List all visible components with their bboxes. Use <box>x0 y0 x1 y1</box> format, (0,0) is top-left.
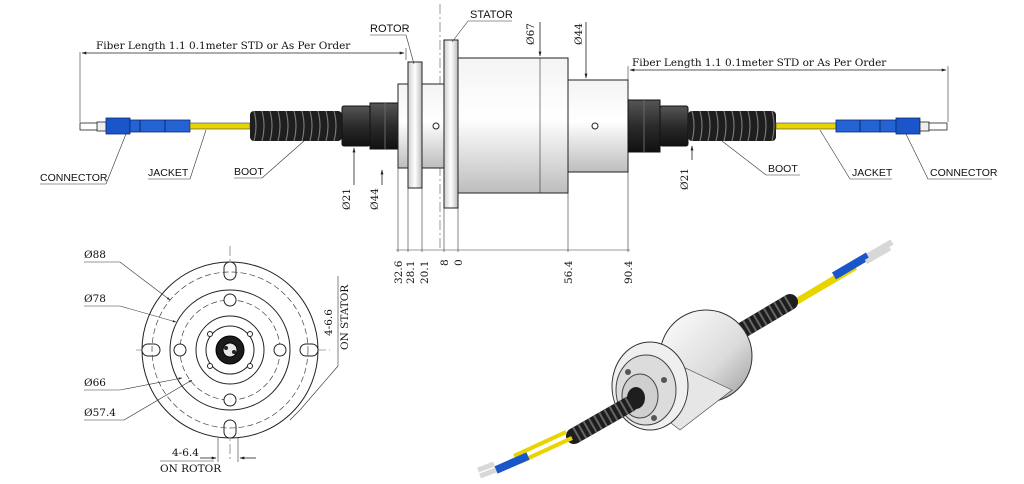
connector-right-label: CONNECTOR <box>930 167 998 179</box>
right-connector <box>895 117 921 135</box>
dim-8: 8 <box>439 259 451 266</box>
dim-d44-top: Ø44 <box>573 23 585 45</box>
dim-d66: Ø66 <box>84 377 106 389</box>
dim-d88: Ø88 <box>84 249 106 261</box>
right-callouts: BOOT JACKET CONNECTOR <box>721 129 998 180</box>
boot-right-label: BOOT <box>768 163 798 175</box>
dim-90-4: 90.4 <box>623 260 635 284</box>
dim-56-4: 56.4 <box>563 260 575 284</box>
dim-0: 0 <box>453 259 465 266</box>
dim-32-6: 32.6 <box>393 260 405 284</box>
isometric-view <box>477 239 894 479</box>
dim-d44-left: Ø44 <box>369 188 381 210</box>
stator-flange <box>443 39 459 209</box>
left-connector <box>105 117 131 135</box>
dim-d21-left: Ø21 <box>341 188 353 210</box>
jacket-right-label: JACKET <box>852 167 893 179</box>
end-view: Ø88 Ø78 Ø66 Ø57.4 4-6.6 ON STATOR 4-6.4 … <box>84 246 351 475</box>
stator-body <box>457 57 569 194</box>
left-callouts: CONNECTOR JACKET BOOT <box>40 129 305 185</box>
holes-stator: 4-6.6 <box>323 309 335 336</box>
left-jacket <box>189 122 251 130</box>
dim-d78: Ø78 <box>84 293 106 305</box>
connector-left-label: CONNECTOR <box>40 172 108 184</box>
left-fiber-assembly <box>79 102 401 150</box>
right-boot <box>688 110 776 142</box>
stator-label: STATOR <box>470 9 513 21</box>
dim-d21-right: Ø21 <box>679 168 691 190</box>
jacket-left-label: JACKET <box>148 167 189 179</box>
dim-28-1: 28.1 <box>405 261 417 284</box>
rotor-label: ROTOR <box>370 23 410 35</box>
side-view: Fiber Length 1.1 0.1meter STD or As Per … <box>40 4 998 284</box>
boot-left-label: BOOT <box>234 166 264 178</box>
rotor-flange <box>407 61 423 189</box>
holes-rotor: 4-6.4 <box>172 447 199 459</box>
dim-d57-4: Ø57.4 <box>84 407 116 419</box>
dim-d67: Ø67 <box>525 23 537 45</box>
fiber-length-right-label: Fiber Length 1.1 0.1meter STD or As Per … <box>632 57 887 69</box>
on-stator: ON STATOR <box>339 284 351 350</box>
dim-20-1: 20.1 <box>419 261 431 284</box>
left-boot <box>250 110 342 142</box>
on-rotor: ON ROTOR <box>160 463 222 475</box>
right-jacket <box>775 122 837 130</box>
right-fiber-assembly <box>627 99 948 153</box>
fiber-length-left-label: Fiber Length 1.1 0.1meter STD or As Per … <box>96 40 351 52</box>
